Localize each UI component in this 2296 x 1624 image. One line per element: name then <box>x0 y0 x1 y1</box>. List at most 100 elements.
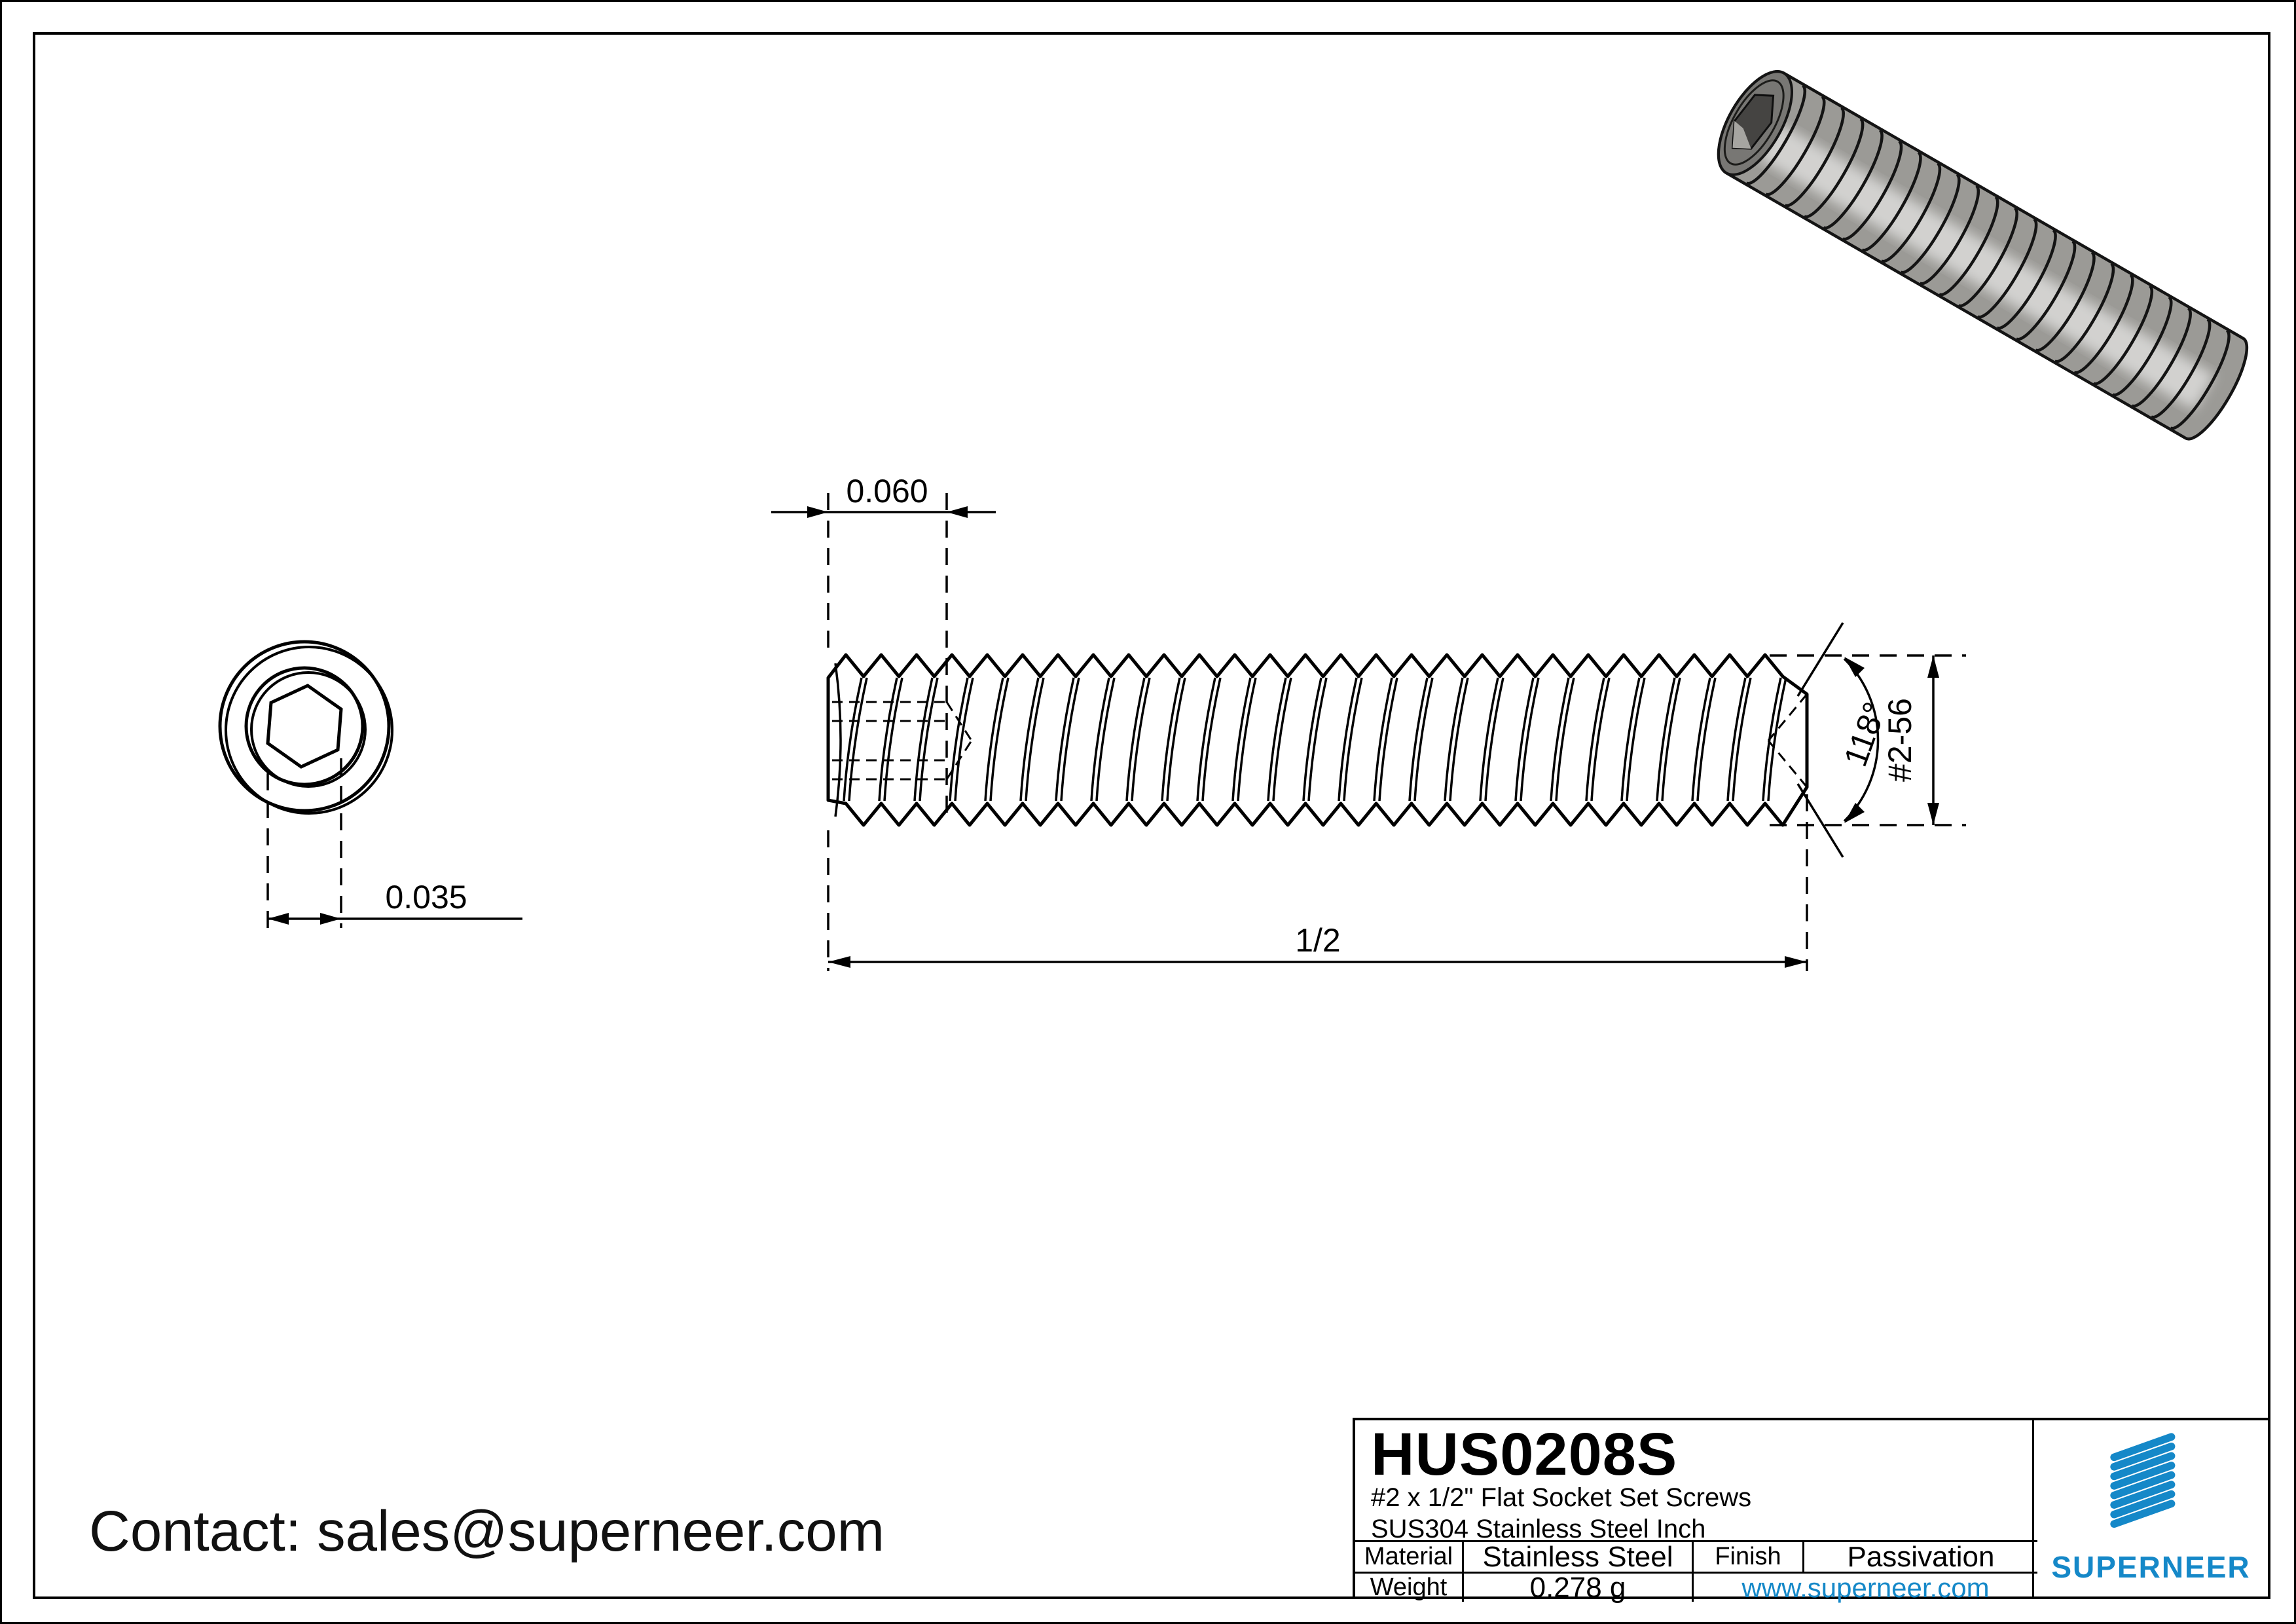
brand-stripe <box>2110 1500 2176 1528</box>
thread-flank-line <box>1025 677 1045 802</box>
brand-name: SUPERNEER <box>2051 1550 2251 1584</box>
thread-flank-line <box>1196 677 1216 802</box>
end-chamfer-arc <box>834 663 842 817</box>
weight-website-row: Weight 0.278 g www.superneer.com <box>1355 1572 2037 1604</box>
thread-flank-line <box>989 677 1010 802</box>
thread-inner-circle-offset <box>250 671 367 788</box>
iso-thread-ridge <box>1919 184 1980 286</box>
thread-flank-line <box>1267 677 1287 802</box>
iso-thread-ridge <box>2015 240 2077 341</box>
iso-thread-ridge <box>1996 229 2057 330</box>
material-label: Material <box>1355 1542 1464 1572</box>
arrowhead <box>1785 956 1807 968</box>
thread-flank-line <box>848 677 868 802</box>
dim-socket-depth: 0.060 <box>846 473 928 509</box>
thread-flank-line <box>1767 677 1787 802</box>
arrowhead <box>1927 655 1939 678</box>
material-finish-row: Material Stainless Steel Finish Passivat… <box>1355 1540 2037 1573</box>
iso-head-chamfer-ring <box>1723 79 1785 166</box>
thread-flank-line <box>1479 677 1499 802</box>
contact-email-text: Contact: sales@superneer.com <box>89 1500 885 1563</box>
iso-thread-ridge <box>2131 306 2192 408</box>
iso-thread-ridge <box>1784 106 1845 208</box>
iso-thread-ridge <box>1899 173 1961 274</box>
extension-lines <box>827 493 1966 971</box>
arrowhead <box>1844 657 1865 677</box>
iso-thread-ridge <box>1938 195 1999 297</box>
website-link[interactable]: www.superneer.com <box>1741 1572 1990 1603</box>
thread-flank-line <box>1055 677 1075 802</box>
thread-flank-line <box>1620 677 1641 802</box>
arrowhead <box>1844 803 1865 823</box>
thread-flank-line <box>1161 677 1181 802</box>
brand-stripes-icon <box>2110 1433 2176 1528</box>
thread-flank-line <box>1585 677 1605 802</box>
thread-flank-line <box>1302 677 1322 802</box>
iso-highlight <box>1757 122 2215 411</box>
angle-leg-line <box>1796 783 1844 858</box>
brand-logo-cell: SUPERNEER <box>2032 1420 2268 1596</box>
iso-thread-ridge <box>2170 329 2231 430</box>
thread-flank-line <box>1338 677 1358 802</box>
iso-thread-ridge <box>2092 284 2154 386</box>
iso-thread-ridge <box>2111 295 2173 397</box>
thread-flank-line <box>1555 677 1575 802</box>
front-view: 0.035 <box>218 640 522 928</box>
thread-flank-line <box>1726 677 1747 802</box>
screw-body-outline <box>826 653 1809 827</box>
thread-flank-line <box>1237 677 1257 802</box>
thread-flank-line <box>1095 677 1116 802</box>
thread-flank-line <box>1090 677 1110 802</box>
part-description: #2 x 1/2" Flat Socket Set Screws <box>1371 1483 1752 1512</box>
thread-flank-line <box>913 677 934 802</box>
weight-label: Weight <box>1355 1574 1464 1602</box>
iso-thread-ridges <box>1745 84 2231 430</box>
thread-flank-line <box>1166 677 1186 802</box>
thread-flank-line <box>1201 677 1222 802</box>
thread-flank-line <box>1696 677 1717 802</box>
thread-flank-line <box>984 677 1004 802</box>
part-number: HUS0208S <box>1371 1421 1678 1488</box>
angle-arc <box>1843 657 1880 822</box>
thread-flank-line <box>1444 677 1464 802</box>
iso-thread-ridge <box>1823 128 1884 230</box>
side-view: 0.060 1/2 118° #2-56 <box>771 473 1966 971</box>
brand-stripe <box>2110 1481 2176 1509</box>
thread-flank-line <box>1231 677 1252 802</box>
thread-flank-line <box>1661 677 1681 802</box>
thread-flank-line <box>1378 677 1398 802</box>
weight-value: 0.278 g <box>1464 1572 1694 1604</box>
brand-stripe <box>2110 1433 2176 1462</box>
iso-thread-ridge <box>1861 151 1922 252</box>
thread-flank-line <box>1131 677 1151 802</box>
dim-thread-size: #2-56 <box>1882 698 1918 782</box>
arrowhead <box>947 506 968 518</box>
iso-thread-ridge <box>1958 206 2018 308</box>
thread-flank-line <box>1413 677 1434 802</box>
thread-flank-line <box>1449 677 1469 802</box>
iso-thread-ridge <box>2054 262 2115 363</box>
angle-leg-line <box>1796 622 1844 697</box>
thread-inner-circle <box>244 666 365 786</box>
iso-thread-ridge <box>2150 318 2212 419</box>
iso-thread-ridge <box>1803 117 1865 219</box>
thread-flank-line <box>1656 677 1676 802</box>
arrowhead <box>320 913 341 925</box>
iso-thread-ridge <box>1977 217 2038 319</box>
iso-view <box>1717 69 2249 441</box>
brand-stripe <box>2110 1490 2176 1519</box>
material-value: Stainless Steel <box>1464 1541 1694 1573</box>
dim-socket-af: 0.035 <box>385 879 467 915</box>
thread-flank-line <box>1590 677 1611 802</box>
thread-flank-line <box>1520 677 1540 802</box>
thread-flank-line <box>1626 677 1646 802</box>
thread-flank-line <box>1691 677 1711 802</box>
thread-flank-line <box>1060 677 1080 802</box>
iso-thread-ridge <box>1764 95 1826 196</box>
iso-thread-ridge <box>1842 139 1903 241</box>
thread-flank-line <box>954 677 974 802</box>
thread-flank-line <box>1732 677 1752 802</box>
iso-thread-ridge <box>1880 162 1942 263</box>
